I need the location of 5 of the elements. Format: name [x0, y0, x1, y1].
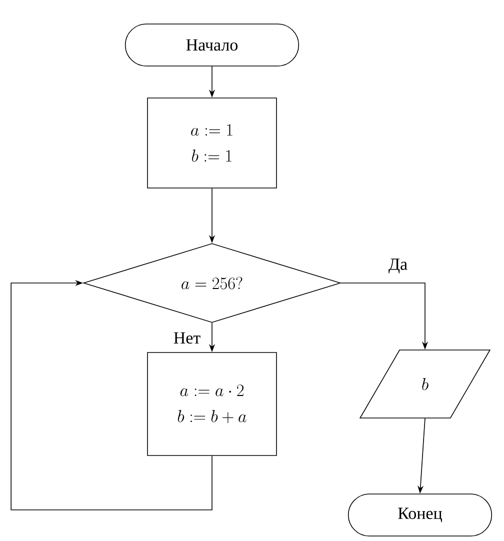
- process-box: $a := 1$ $b := 1$: [147, 98, 277, 188]
- arrow: [10, 280, 212, 510]
- edge-label: Нет: [172, 331, 202, 345]
- edge-label: Да: [387, 258, 409, 274]
- process-box: $a := a \cdot 2$ $b := b + a$: [147, 352, 277, 456]
